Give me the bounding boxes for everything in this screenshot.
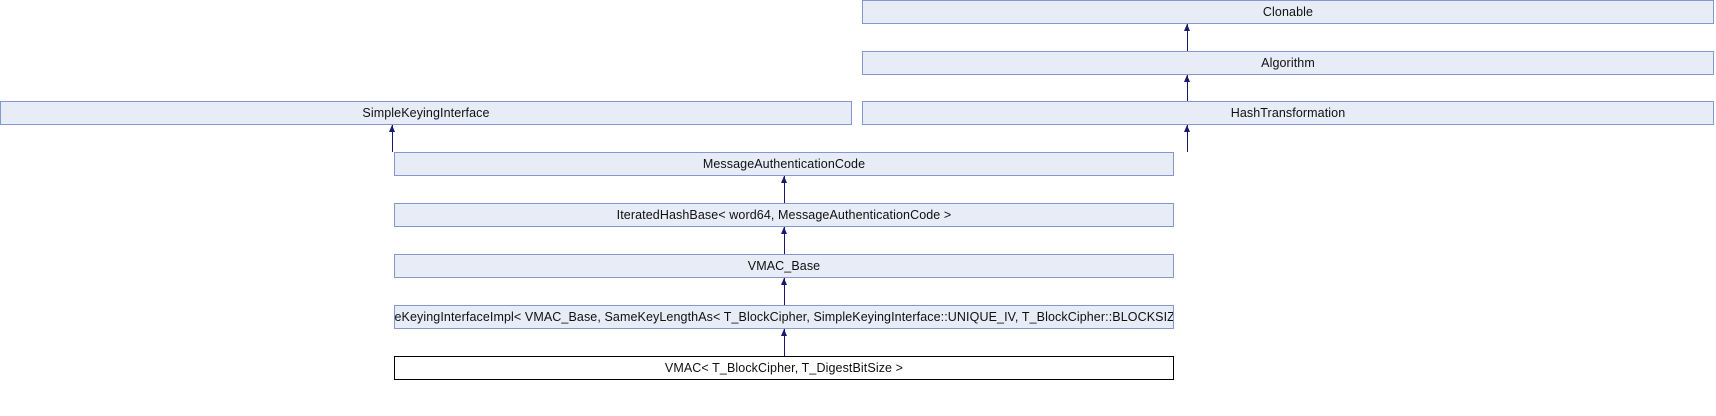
class-node-label-hash-transformation: HashTransformation bbox=[1230, 105, 1346, 120]
class-node-simple-keying-interface[interactable]: SimpleKeyingInterface bbox=[0, 101, 852, 125]
class-node-iterated-hash-base[interactable]: IteratedHashBase< word64, MessageAuthent… bbox=[394, 203, 1174, 227]
inheritance-edge-mac-to-hash-transformation bbox=[1187, 125, 1188, 152]
inheritance-edge-algorithm-to-clonable bbox=[1187, 24, 1188, 51]
arrow-up-icon-algorithm-to-clonable bbox=[1184, 24, 1190, 31]
class-node-label-vmac: VMAC< T_BlockCipher, T_DigestBitSize > bbox=[664, 360, 904, 375]
class-node-algorithm[interactable]: Algorithm bbox=[862, 51, 1714, 75]
arrow-up-icon-vmac-base-to-iterated-hash-base bbox=[781, 227, 787, 234]
inheritance-edge-vmac-to-impl bbox=[784, 329, 785, 356]
inheritance-edge-hash-transformation-to-algorithm bbox=[1187, 75, 1188, 101]
inheritance-edge-iterated-hash-base-to-mac bbox=[784, 176, 785, 203]
inheritance-edge-impl-to-vmac-base bbox=[784, 278, 785, 305]
class-node-simple-keying-interface-impl[interactable]: SimpleKeyingInterfaceImpl< VMAC_Base, Sa… bbox=[394, 305, 1174, 329]
class-node-label-simple-keying-interface-impl: SimpleKeyingInterfaceImpl< VMAC_Base, Sa… bbox=[394, 309, 1174, 324]
class-node-label-vmac-base: VMAC_Base bbox=[747, 258, 821, 273]
class-node-label-clonable: Clonable bbox=[1262, 4, 1314, 19]
class-node-message-authentication-code[interactable]: MessageAuthenticationCode bbox=[394, 152, 1174, 176]
arrow-up-icon-impl-to-vmac-base bbox=[781, 278, 787, 285]
class-node-clonable[interactable]: Clonable bbox=[862, 0, 1714, 24]
arrow-up-icon-hash-transformation-to-algorithm bbox=[1184, 75, 1190, 82]
class-node-hash-transformation[interactable]: HashTransformation bbox=[862, 101, 1714, 125]
inheritance-edge-vmac-base-to-iterated-hash-base bbox=[784, 227, 785, 254]
arrow-up-icon-mac-to-hash-transformation bbox=[1184, 125, 1190, 132]
arrow-up-icon-mac-to-simple-keying-interface bbox=[389, 125, 395, 132]
class-node-label-simple-keying-interface: SimpleKeyingInterface bbox=[362, 105, 490, 120]
class-node-vmac-base[interactable]: VMAC_Base bbox=[394, 254, 1174, 278]
arrow-up-icon-iterated-hash-base-to-mac bbox=[781, 176, 787, 183]
class-node-label-message-authentication-code: MessageAuthenticationCode bbox=[702, 156, 866, 171]
arrow-up-icon-vmac-to-impl bbox=[781, 329, 787, 336]
class-node-label-algorithm: Algorithm bbox=[1261, 55, 1315, 70]
class-node-label-iterated-hash-base: IteratedHashBase< word64, MessageAuthent… bbox=[616, 207, 952, 222]
inheritance-edge-mac-to-simple-keying-interface bbox=[392, 125, 393, 152]
class-node-vmac[interactable]: VMAC< T_BlockCipher, T_DigestBitSize > bbox=[394, 356, 1174, 380]
